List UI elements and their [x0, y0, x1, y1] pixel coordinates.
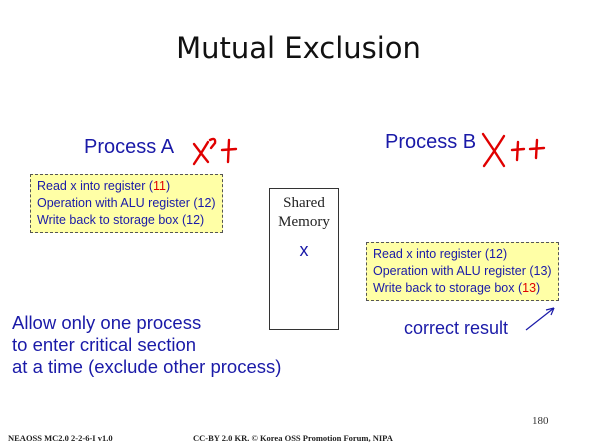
footer-left: NEAOSS MC2.0 2-2-6-I v1.0 — [8, 433, 113, 443]
process-a-steps: Read x into register (11) Operation with… — [30, 174, 223, 233]
process-b-step: Write back to storage box (13) — [373, 281, 541, 295]
process-a-label: Process A — [84, 136, 175, 158]
page-number: 180 — [532, 415, 549, 427]
process-a-step: Read x into register (11) — [37, 179, 171, 193]
process-b-label: Process B — [385, 131, 477, 153]
process-a-step: Write back to storage box (12) — [37, 213, 205, 227]
process-b-steps: Read x into register (12) Operation with… — [366, 242, 559, 301]
allow-text-line: to enter critical section — [12, 334, 197, 355]
footer-center: CC-BY 2.0 KR. © Korea OSS Promotion Foru… — [193, 433, 393, 443]
allow-text-line: at a time (exclude other process) — [12, 356, 282, 377]
process-a-step: Operation with ALU register (12) — [37, 196, 216, 210]
correct-result-label: correct result — [404, 318, 509, 338]
allow-text: Allow only one process to enter critical… — [12, 312, 281, 378]
process-b-step: Operation with ALU register (13) — [373, 264, 552, 278]
correct-result-arrow — [525, 307, 555, 331]
shared-memory-label-2: Memory — [278, 214, 330, 230]
shared-memory-box: Shared Memory x — [269, 188, 339, 330]
process-b-step: Read x into register (12) — [373, 247, 508, 261]
process-a-handwriting — [192, 137, 238, 166]
slide-title: Mutual Exclusion — [176, 31, 421, 65]
shared-variable-x: x — [299, 240, 309, 260]
process-b-handwriting — [481, 132, 546, 168]
allow-text-line: Allow only one process — [12, 312, 202, 333]
shared-memory-label-1: Shared — [283, 195, 325, 211]
